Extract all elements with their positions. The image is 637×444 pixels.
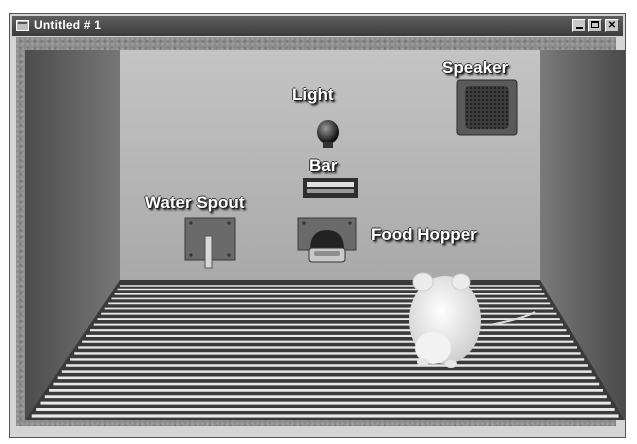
speaker-icon [457,80,517,135]
window-title: Untitled # 1 [34,18,101,32]
label-water-spout: Water Spout [145,193,244,213]
floor [25,280,625,420]
label-speaker: Speaker [442,58,508,78]
minimize-button[interactable] [572,19,586,32]
title-bar[interactable]: Untitled # 1 ✕ [12,16,623,36]
label-bar: Bar [309,156,337,176]
close-button[interactable]: ✕ [605,19,619,32]
close-icon: ✕ [608,20,616,31]
label-food-hopper: Food Hopper [371,225,477,245]
window-menu-icon[interactable] [16,20,29,31]
lever-bar-icon [303,178,358,198]
maximize-icon [591,21,599,28]
maximize-button[interactable] [588,19,602,32]
label-light: Light [292,85,334,105]
water-spout-icon [185,218,235,268]
minimize-icon [576,27,583,29]
operant-chamber-scene [25,50,625,420]
